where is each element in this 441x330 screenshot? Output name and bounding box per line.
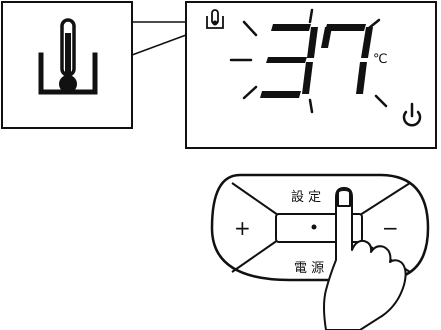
power-button-label: 電 源 [294, 261, 325, 276]
blink-rays [229, 8, 388, 114]
set-button-label: 設 定 [291, 190, 322, 205]
small-thermometer-icon [206, 9, 224, 29]
temperature-digits [260, 24, 373, 98]
hand-pointer-icon [323, 187, 407, 330]
center-dot [311, 224, 317, 230]
minus-button[interactable]: − [382, 216, 399, 240]
power-icon [402, 102, 422, 127]
temperature-unit: ℃ [373, 52, 388, 67]
plus-button[interactable]: + [234, 216, 251, 240]
thermometer-icon [38, 18, 98, 95]
